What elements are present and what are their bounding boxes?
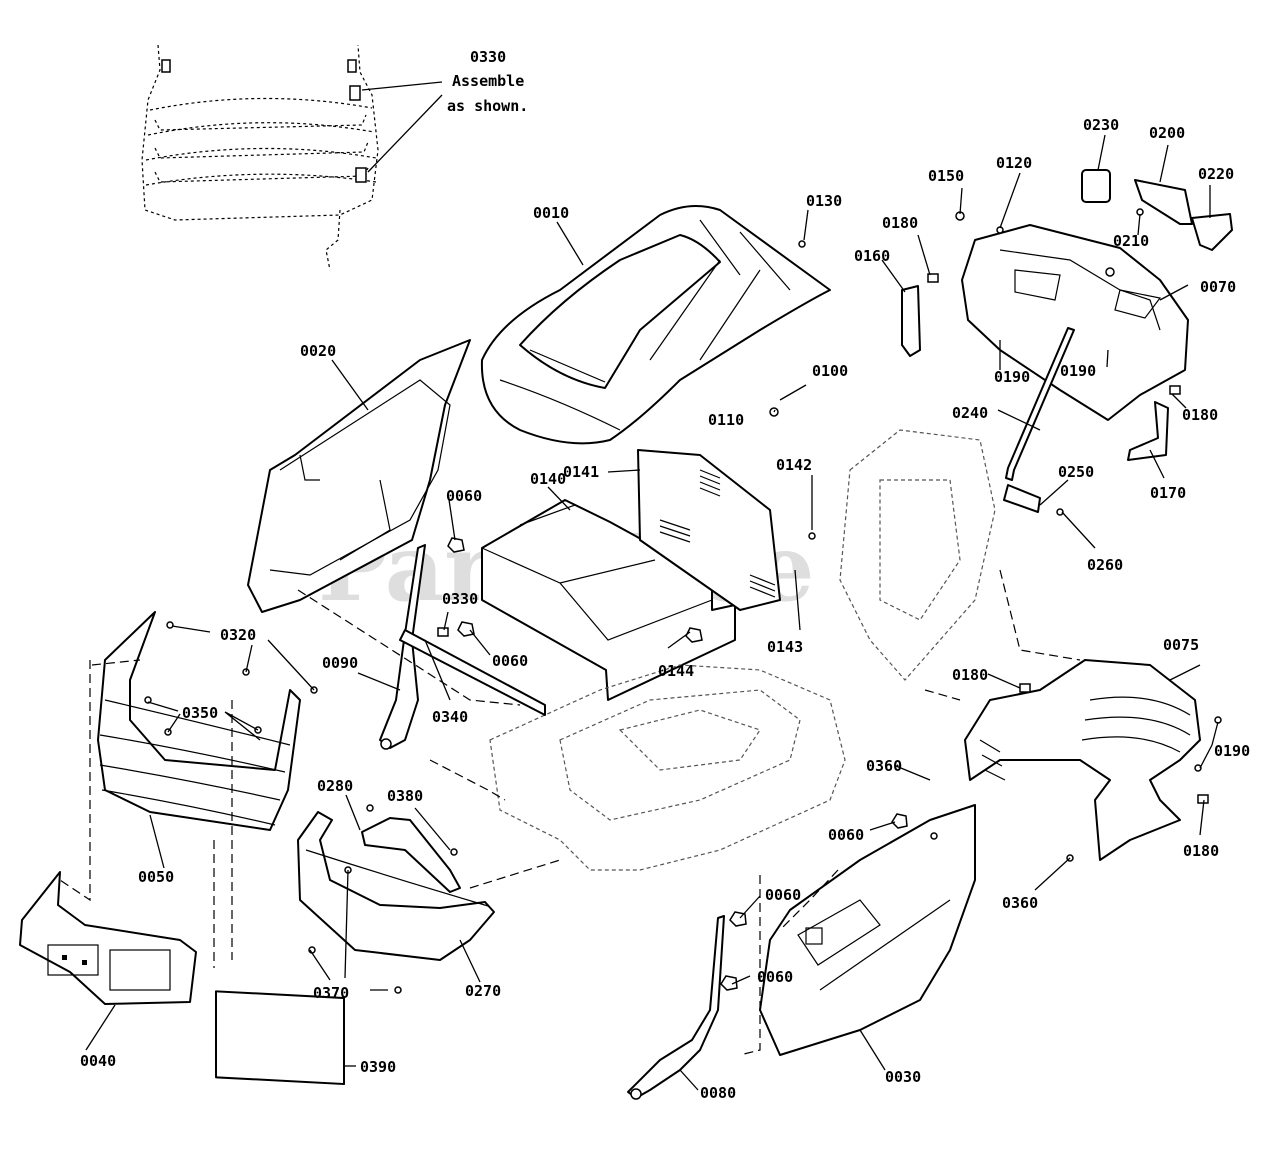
callout-0020: 0020 <box>300 342 336 360</box>
callout-0010: 0010 <box>533 204 569 222</box>
leader-lines <box>85 81 1219 1091</box>
callout-0220: 0220 <box>1198 165 1234 183</box>
callout-0040: 0040 <box>80 1052 116 1070</box>
callout-0330: 0330 <box>442 590 478 608</box>
callouts: 0010 0020 0030 0040 0050 0060 0060 0060 … <box>80 116 1250 1102</box>
assembly-lines <box>59 569 1081 1056</box>
callout-0090: 0090 <box>322 654 358 672</box>
callout-0270: 0270 <box>465 982 501 1000</box>
side-panel-0020 <box>247 339 471 613</box>
plate-0160 <box>901 285 921 357</box>
callout-0143: 0143 <box>767 638 803 656</box>
bar-0340 <box>399 629 546 716</box>
fender-0075 <box>964 659 1201 861</box>
note-line-1: Assemble <box>452 72 524 90</box>
callout-0320: 0320 <box>220 626 256 644</box>
callout-0060-d: 0060 <box>765 886 801 904</box>
bezel-0200 <box>1134 179 1193 225</box>
note-line-2: as shown. <box>447 97 528 115</box>
note-part-number: 0330 <box>470 48 506 66</box>
callout-0060-c: 0060 <box>828 826 864 844</box>
callout-0160: 0160 <box>854 247 890 265</box>
dash-panel-0141 <box>637 449 781 611</box>
callout-0075: 0075 <box>1163 636 1199 654</box>
callout-0150: 0150 <box>928 167 964 185</box>
callout-0360-b: 0360 <box>1002 894 1038 912</box>
callout-0030: 0030 <box>885 1068 921 1086</box>
callout-0200: 0200 <box>1149 124 1185 142</box>
callout-0140: 0140 <box>530 470 566 488</box>
battery-tray-0140 <box>481 499 736 701</box>
rod-0090 <box>379 544 426 750</box>
callout-0070: 0070 <box>1200 278 1236 296</box>
callout-0360-a: 0360 <box>866 757 902 775</box>
callout-0280: 0280 <box>317 777 353 795</box>
callout-0190-a: 0190 <box>994 368 1030 386</box>
callout-0250: 0250 <box>1058 463 1094 481</box>
callout-0180-a: 0180 <box>882 214 918 232</box>
callout-0260: 0260 <box>1087 556 1123 574</box>
console-0070 <box>961 224 1189 421</box>
callout-0210: 0210 <box>1113 232 1149 250</box>
callout-0390: 0390 <box>360 1058 396 1076</box>
callout-0060-b: 0060 <box>492 652 528 670</box>
grille-inset-drawing <box>141 44 379 271</box>
rod-0080 <box>627 915 725 1100</box>
callout-0142: 0142 <box>776 456 812 474</box>
callout-0240: 0240 <box>952 404 988 422</box>
callout-0190-b: 0190 <box>1060 362 1096 380</box>
bracket-0250 <box>1003 484 1041 513</box>
callout-0080: 0080 <box>700 1084 736 1102</box>
callout-0060-a: 0060 <box>446 487 482 505</box>
callout-0230: 0230 <box>1083 116 1119 134</box>
callout-0190-c: 0190 <box>1214 742 1250 760</box>
callout-0130: 0130 <box>806 192 842 210</box>
callout-0120: 0120 <box>996 154 1032 172</box>
callout-0180-d: 0180 <box>1183 842 1219 860</box>
callout-0370: 0370 <box>313 984 349 1002</box>
callout-0050: 0050 <box>138 868 174 886</box>
callout-0100: 0100 <box>812 362 848 380</box>
callout-0180-c: 0180 <box>952 666 988 684</box>
chassis-frame <box>489 429 996 871</box>
bumper-0040 <box>19 871 197 1005</box>
rod-0240 <box>1005 327 1075 481</box>
callout-0170: 0170 <box>1150 484 1186 502</box>
plate-0170 <box>1127 401 1169 461</box>
callout-0350: 0350 <box>182 704 218 722</box>
callout-0340: 0340 <box>432 708 468 726</box>
knob-0220 <box>1191 213 1233 251</box>
knob-0230 <box>1081 169 1111 203</box>
callout-0060-e: 0060 <box>757 968 793 986</box>
grille-0050 <box>97 611 301 831</box>
callout-0180-b: 0180 <box>1182 406 1218 424</box>
hood-0010 <box>480 205 831 445</box>
callout-0144: 0144 <box>658 662 694 680</box>
callout-0110: 0110 <box>708 411 744 429</box>
decal-0390 <box>215 990 345 1086</box>
side-panel-0030 <box>759 804 976 1056</box>
callout-0141: 0141 <box>563 463 599 481</box>
callout-0380: 0380 <box>387 787 423 805</box>
bracket-0380 <box>361 817 461 893</box>
